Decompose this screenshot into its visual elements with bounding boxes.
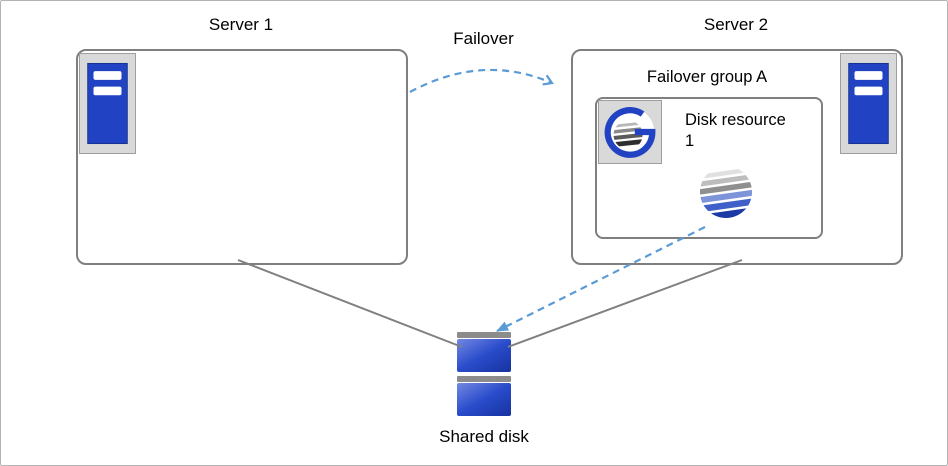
cluster-logo-icon	[598, 100, 662, 164]
disk-cap	[457, 376, 511, 382]
striped-sphere-icon	[700, 166, 752, 218]
disk-body	[457, 383, 511, 416]
striped-sphere-icon	[697, 163, 755, 221]
disk-resource-label: Disk resource 1	[685, 111, 786, 150]
cluster-logo-icon	[604, 107, 656, 158]
failover-label: Failover	[453, 29, 514, 48]
disk-cap	[457, 332, 511, 338]
server1-to-disk-line	[237, 259, 463, 348]
failover-arrow	[409, 68, 554, 93]
failover-group-label: Failover group A	[646, 68, 768, 86]
server2-to-disk-line	[507, 259, 743, 348]
disk-body	[457, 339, 511, 372]
shared-disk-label: Shared disk	[439, 427, 529, 446]
server-icon	[79, 53, 136, 154]
disk-stack-icon	[457, 332, 511, 416]
server-icon	[848, 62, 889, 145]
server1-label: Server 1	[208, 15, 274, 34]
server2-label: Server 2	[703, 15, 769, 34]
server-icon	[87, 62, 128, 145]
server-icon	[840, 53, 897, 154]
